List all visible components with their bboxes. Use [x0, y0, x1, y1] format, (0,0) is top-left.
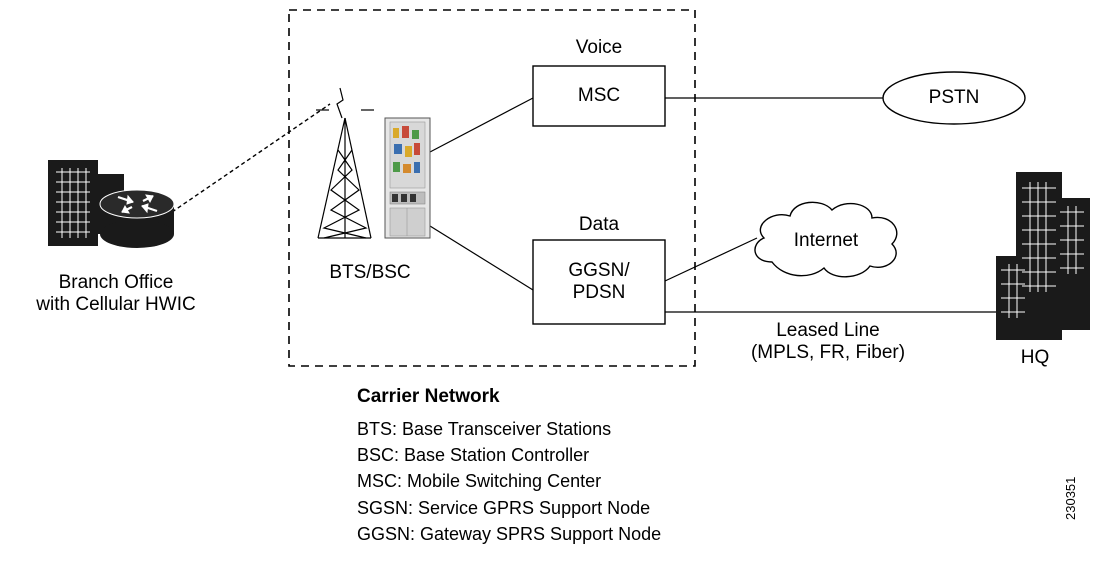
voice-caption: Voice — [575, 37, 623, 58]
link-bsc-ggsn — [429, 225, 534, 291]
link-ggsn-internet — [664, 237, 758, 282]
ggsn-pdsn-label: GGSN/ PDSN — [568, 260, 630, 303]
pstn-ellipse — [882, 71, 1026, 125]
bts-bsc-label: BTS/BSC — [329, 262, 411, 283]
legend-item: GGSN: Gateway SPRS Support Node — [357, 523, 662, 544]
branch-office-label: Branch Office with Cellular HWIC — [36, 272, 196, 315]
ggsn-pdsn-box — [532, 239, 666, 325]
legend-item: SGSN: Service GPRS Support Node — [357, 497, 651, 518]
carrier-network-title: Carrier Network — [357, 386, 500, 407]
data-caption: Data — [578, 214, 620, 235]
internet-cloud-icon — [754, 201, 898, 278]
internet-label: Internet — [793, 230, 859, 251]
pstn-label: PSTN — [928, 87, 980, 108]
hq-label: HQ — [1020, 347, 1050, 368]
msc-label: MSC — [577, 85, 621, 106]
wireless-link — [171, 103, 331, 213]
legend-item: BSC: Base Station Controller — [357, 445, 590, 466]
figure-id: 230351 — [1063, 476, 1078, 520]
legend-item: BTS: Base Transceiver Stations — [357, 419, 612, 439]
legend-item: MSC: Mobile Switching Center — [357, 471, 602, 492]
carrier-network-boundary — [288, 9, 696, 367]
carrier-network-legend: BTS: Base Transceiver Stations BSC: Base… — [357, 416, 661, 547]
cell-tower-icon — [316, 87, 374, 239]
office-building-icon — [996, 172, 1090, 340]
bsc-rack-icon — [384, 117, 431, 239]
link-bsc-msc — [429, 97, 534, 153]
router-building-icon — [48, 160, 175, 248]
leased-line-label: Leased Line (MPLS, FR, Fiber) — [750, 320, 906, 363]
msc-box — [532, 65, 666, 127]
